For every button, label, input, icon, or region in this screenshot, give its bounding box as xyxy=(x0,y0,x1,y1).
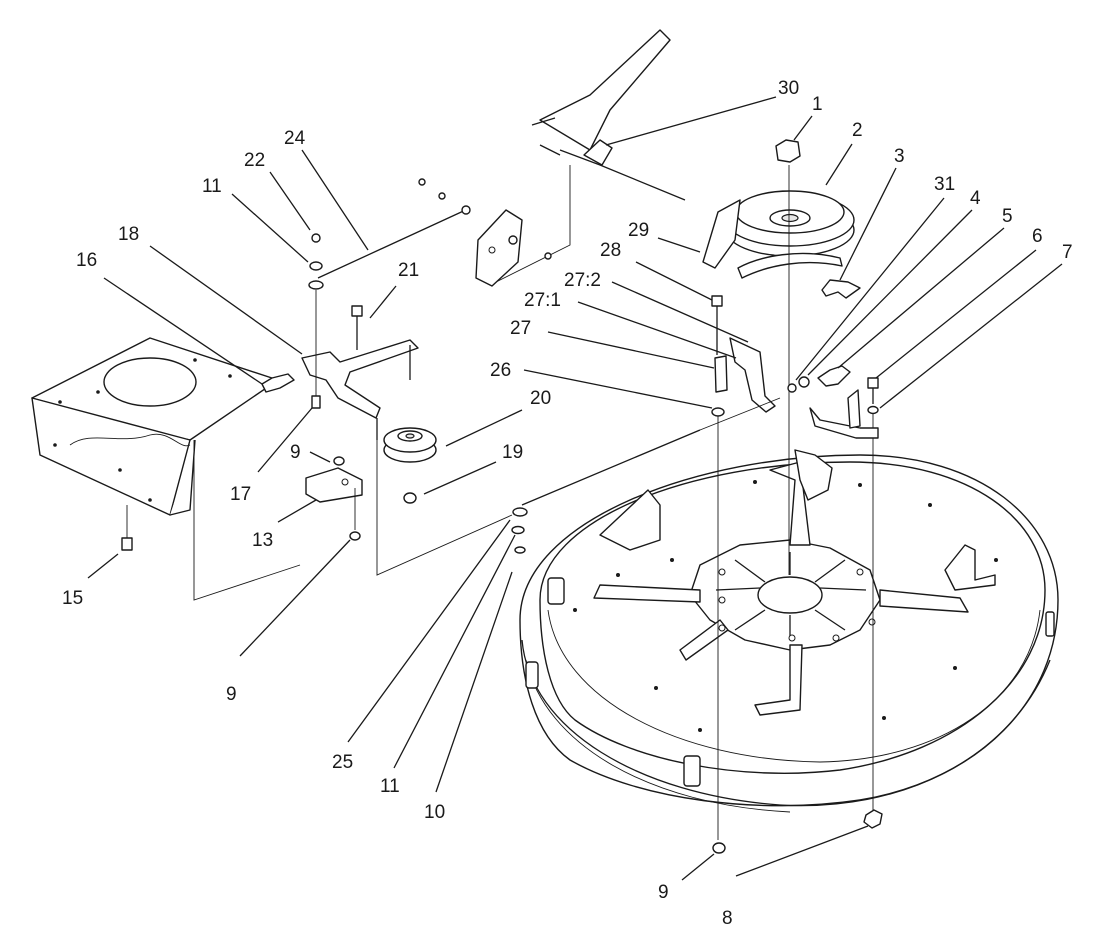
callout-30: 30 xyxy=(778,78,799,99)
control-cable xyxy=(317,29,781,506)
right-hardware xyxy=(711,295,883,854)
callout-5: 5 xyxy=(1002,206,1013,227)
callout-25: 25 xyxy=(332,752,353,773)
frame-bracket xyxy=(31,337,301,601)
callout-27: 27 xyxy=(510,318,531,339)
deck-reinforcement xyxy=(593,461,969,716)
callout-26: 26 xyxy=(490,360,511,381)
callout-22: 22 xyxy=(244,150,265,171)
leader-lines xyxy=(87,96,1063,881)
callout-9-upper: 9 xyxy=(290,442,301,463)
callout-19: 19 xyxy=(502,442,523,463)
callout-9-bottom: 9 xyxy=(658,882,669,903)
callout-27-2: 27:2 xyxy=(564,270,601,291)
callout-21: 21 xyxy=(398,260,419,281)
callout-1: 1 xyxy=(812,94,823,115)
callout-20: 20 xyxy=(530,388,551,409)
callout-11-top: 11 xyxy=(202,176,222,197)
callout-labels: 1 2 3 4 5 6 7 8 9 9 9 10 11 11 13 15 16 … xyxy=(62,78,1073,929)
idler-lever xyxy=(301,233,528,576)
mower-deck xyxy=(519,449,1059,813)
callout-29: 29 xyxy=(628,220,649,241)
callout-24: 24 xyxy=(284,128,306,149)
callout-4: 4 xyxy=(970,188,981,209)
callout-10: 10 xyxy=(424,802,445,823)
callout-3: 3 xyxy=(894,146,905,167)
callout-7: 7 xyxy=(1062,242,1073,263)
callout-6: 6 xyxy=(1032,226,1043,247)
spindle-pulley xyxy=(702,139,861,575)
callout-11-bottom: 11 xyxy=(380,776,400,797)
callout-9-left: 9 xyxy=(226,684,237,705)
callout-31: 31 xyxy=(934,174,955,195)
callout-2: 2 xyxy=(852,120,863,141)
callout-8: 8 xyxy=(722,908,733,929)
callout-15: 15 xyxy=(62,588,83,609)
callout-27-1: 27:1 xyxy=(524,290,561,311)
callout-18: 18 xyxy=(118,224,139,245)
callout-16: 16 xyxy=(76,250,97,271)
callout-17: 17 xyxy=(230,484,251,505)
callout-13: 13 xyxy=(252,530,273,551)
callout-28: 28 xyxy=(600,240,621,261)
